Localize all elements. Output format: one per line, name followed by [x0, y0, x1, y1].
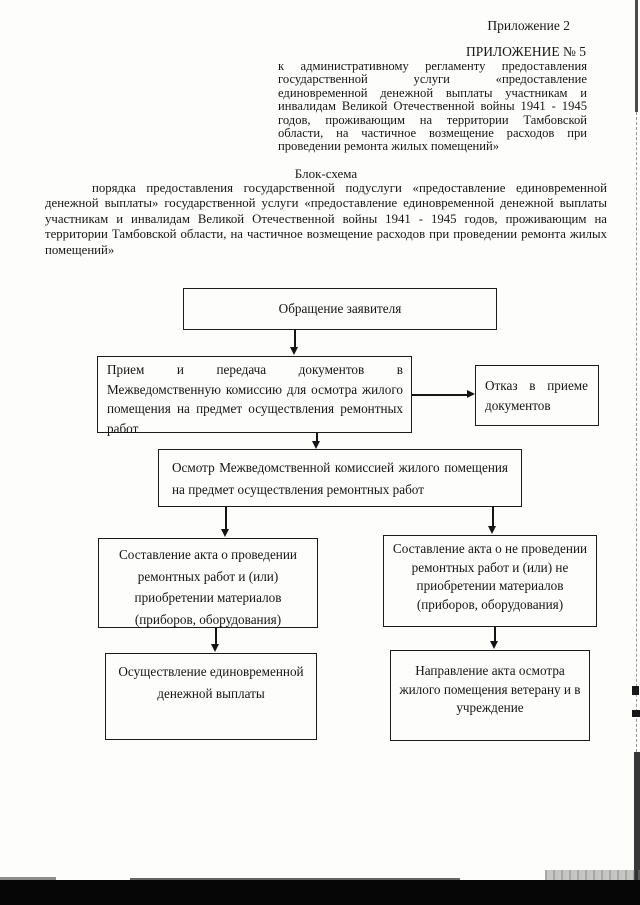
appendix-number: ПРИЛОЖЕНИЕ № 5: [465, 44, 586, 59]
flowchart-box-inspection: Осмотр Межведомственной комиссией жилого…: [158, 449, 522, 507]
scan-edge-blob: [632, 710, 640, 717]
appendix-label: Приложение 2: [487, 18, 570, 33]
arrow-reception-to-refusal-icon: [412, 390, 475, 398]
scheme-title: Блок-схема: [294, 166, 358, 181]
arrow-request-to-reception-icon: [290, 329, 298, 355]
flowchart-box-act-repairs-done: Составление акта о проведении ремонтных …: [98, 538, 318, 628]
flowchart-box-applicant-request: Обращение заявителя: [183, 288, 497, 330]
flowchart-box-payment: Осуществление единовременной денежной вы…: [105, 653, 317, 740]
scan-right-edge-strip: [634, 752, 640, 882]
flowchart-box-act-repairs-not-done: Составление акта о не проведении ремонтн…: [383, 535, 597, 627]
scan-right-edge-line: [635, 0, 638, 112]
regulation-paragraph: к административному регламенту предостав…: [278, 59, 587, 154]
scan-bar-noise: [545, 870, 640, 882]
arrow-inspection-to-act-done-icon: [221, 507, 229, 537]
flowchart-box-refusal: Отказ в приеме документов: [475, 365, 599, 426]
flowchart-box-act-dispatch: Направление акта осмотра жилого помещени…: [390, 650, 590, 741]
scan-bottom-black-bar: [0, 880, 640, 905]
arrow-act-done-to-payment-icon: [211, 628, 219, 652]
flowchart-box-documents-reception: Прием и передача документов в Межведомст…: [97, 356, 412, 436]
scan-edge-blob: [632, 686, 639, 695]
scan-right-edge-dashes: [636, 112, 637, 752]
arrow-reception-to-inspection-icon: [312, 433, 320, 449]
scan-bar-gray-line: [0, 877, 56, 880]
arrow-inspection-to-act-not-done-icon: [488, 507, 496, 534]
arrow-act-not-done-to-dispatch-icon: [490, 627, 498, 649]
scheme-description: порядка предоставления государственной п…: [45, 181, 607, 257]
scan-bar-gray-line: [130, 878, 460, 880]
applicant-request-label: Обращение заявителя: [278, 301, 402, 316]
